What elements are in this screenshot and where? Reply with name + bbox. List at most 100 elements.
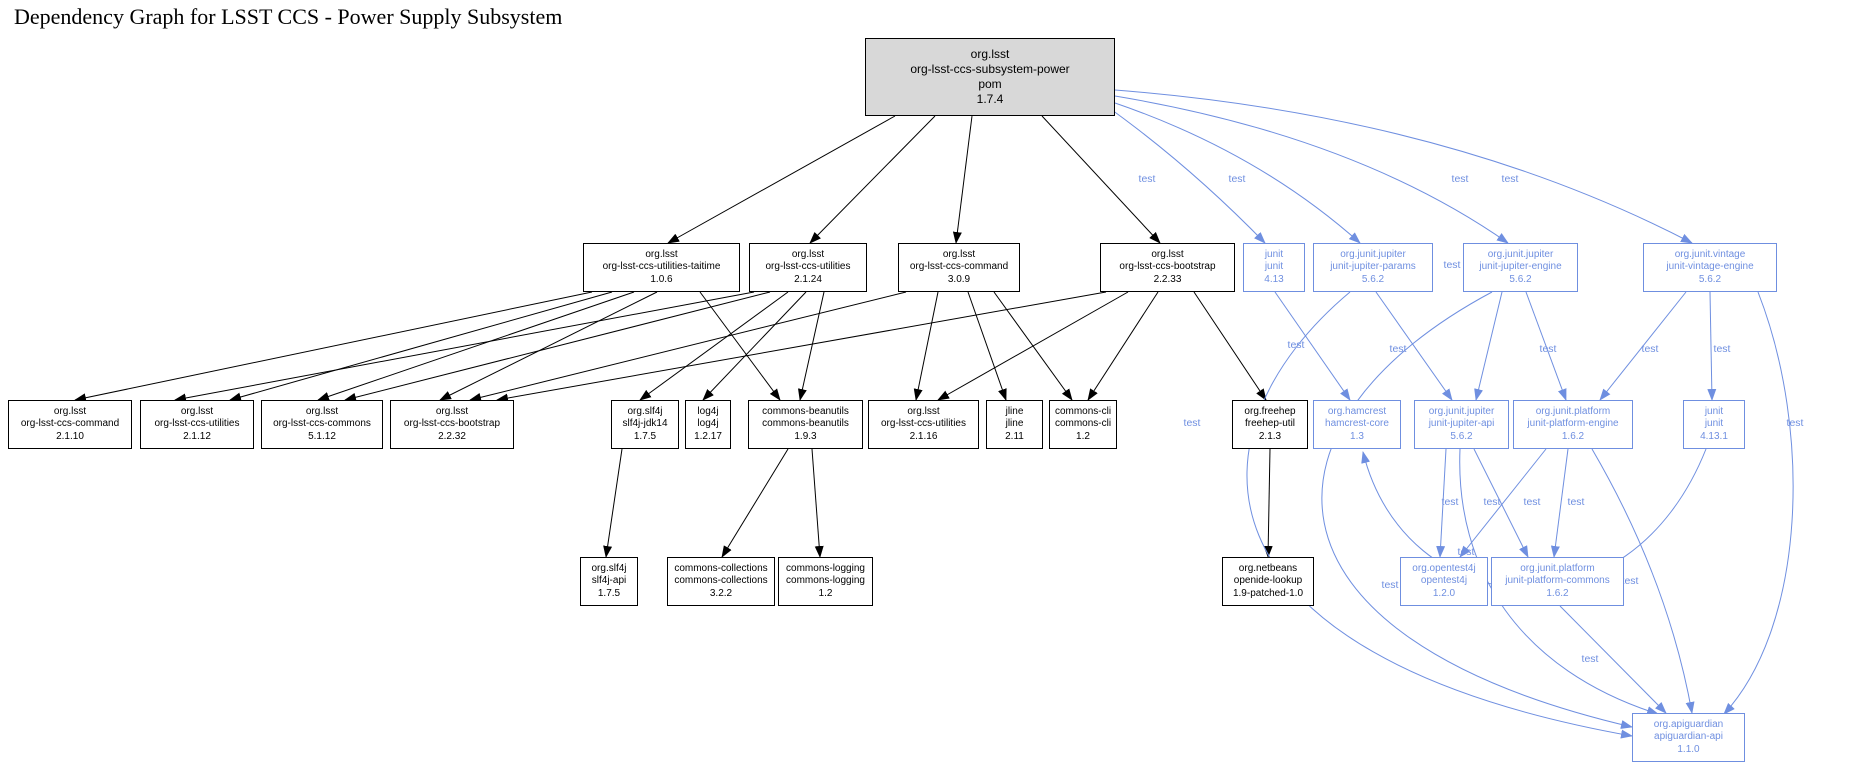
node-bootstrap2232-line: 2.2.32 — [438, 430, 466, 442]
edge-engine-platformengine — [1525, 291, 1567, 401]
node-params-line: junit-jupiter-params — [1330, 261, 1416, 273]
node-slf4jjdk14-line: org.slf4j — [627, 405, 663, 417]
node-jupiterapi-line: 5.6.2 — [1450, 430, 1473, 442]
edge-label-junit413-hamcrest: test — [1288, 339, 1305, 351]
edge-vintage-platformengine — [1599, 291, 1687, 401]
edge-bootstrap2233-freehep — [1193, 291, 1267, 401]
edge-vintage-junit4131 — [1707, 291, 1717, 401]
node-opentest4j-line: 1.2.0 — [1432, 587, 1456, 599]
edge-label-platformcommons-apiguardian: test — [1582, 653, 1599, 665]
node-jline-line: 2.11 — [1005, 430, 1024, 442]
node-log4j-line: log4j — [697, 418, 719, 430]
node-openide-line: org.netbeans — [1238, 562, 1298, 574]
node-freehep-line: 2.1.3 — [1258, 430, 1282, 442]
node-freehep-line: org.freehep — [1244, 405, 1296, 417]
graph-title: Dependency Graph for LSST CCS - Power Su… — [14, 4, 563, 29]
node-bootstrap2233-line: 2.2.33 — [1153, 273, 1182, 285]
edge-bootstrap2233-commonscli — [1087, 291, 1159, 401]
node-platformcommons-line: 1.6.2 — [1546, 587, 1569, 599]
edge-engine-apiguardian — [1321, 291, 1633, 729]
edge-label-jupiterapi-platformcommons: test — [1484, 496, 1501, 508]
edge-label-platformengine-opentest4j: test — [1524, 496, 1541, 508]
edge-root-junit413 — [1111, 109, 1266, 244]
node-command2110-line: org.lsst — [53, 405, 87, 417]
edge-label-root-engine: test — [1452, 173, 1469, 185]
node-command309-line: org-lsst-ccs-command — [909, 261, 1009, 273]
node-log4j-line: log4j — [697, 405, 719, 417]
node-beanutils-line: 1.9.3 — [794, 430, 817, 442]
edge-beanutils-commonscollections — [721, 448, 789, 558]
edge-label-jupiterapi-opentest4j: test — [1442, 496, 1459, 508]
node-utilities2124-line: 2.1.24 — [794, 273, 822, 285]
edge-label-vintage-junit4131: test — [1714, 343, 1731, 355]
node-bootstrap2232-line: org-lsst-ccs-bootstrap — [403, 418, 501, 430]
edge-root-bootstrap2233 — [1041, 115, 1161, 244]
edge-label-jupiterapi-apiguardian: test — [1458, 546, 1475, 558]
node-taitime-line: 1.0.6 — [650, 273, 673, 285]
node-junit413-line: junit — [1264, 261, 1284, 273]
edge-jupiterapi-platformcommons — [1473, 448, 1529, 558]
node-opentest4j-line: org.opentest4j — [1412, 562, 1476, 574]
node-commons5112-line: org-lsst-ccs-commons — [273, 418, 371, 430]
edge-label-platformengine-apiguardian: test — [1622, 575, 1639, 587]
node-engine-line: 5.6.2 — [1509, 273, 1532, 285]
node-platformengine-line: junit-platform-engine — [1527, 418, 1619, 430]
edge-label-root-junit413: test — [1139, 173, 1156, 185]
node-platformengine-line: org.junit.platform — [1535, 405, 1611, 417]
edge-label-root-params: test — [1229, 173, 1246, 185]
node-commonscli-line: commons-cli — [1054, 405, 1112, 417]
node-junit4131-line: junit — [1704, 418, 1724, 430]
node-taitime-line: org.lsst — [645, 248, 678, 260]
node-command2110-line: org-lsst-ccs-command — [20, 418, 120, 430]
node-params-line: org.junit.jupiter — [1340, 248, 1406, 260]
node-jline-line: jline — [1005, 418, 1024, 430]
edge-params-apiguardian — [1246, 291, 1633, 739]
node-platformengine-line: 1.6.2 — [1561, 430, 1585, 442]
edge-taitime-bootstrap2232 — [439, 291, 658, 401]
node-commonscollections-line: 3.2.2 — [709, 587, 733, 599]
node-platformcommons-line: org.junit.platform — [1520, 562, 1595, 574]
node-hamcrest-line: hamcrest-core — [1325, 418, 1389, 430]
node-params-line: 5.6.2 — [1361, 273, 1385, 285]
edge-beanutils-commonslogging — [811, 448, 824, 558]
node-commonslogging-line: 1.2 — [818, 587, 833, 599]
edge-label-root-vintage: test — [1502, 173, 1519, 185]
node-jline-line: jline — [1005, 405, 1024, 417]
edge-command309-bootstrap2232 — [469, 291, 907, 402]
edge-utilities2124-log4j — [702, 291, 807, 401]
node-slf4jjdk14-line: 1.7.5 — [633, 430, 657, 442]
node-hamcrest-line: 1.3 — [1350, 430, 1364, 442]
edge-label-params-apiguardian: test — [1184, 417, 1201, 429]
node-commonslogging-line: commons-logging — [786, 562, 865, 574]
node-hamcrest-line: org.hamcrest — [1327, 405, 1387, 417]
edge-utilities2124-utilities2112 — [174, 291, 755, 403]
node-commonslogging-line: commons-logging — [786, 575, 865, 587]
edge-label-params-jupiterapi: test — [1390, 343, 1407, 355]
edge-jupiterapi-apiguardian — [1459, 448, 1659, 715]
node-engine-line: org.junit.jupiter — [1487, 248, 1554, 260]
node-vintage-line: junit-vintage-engine — [1666, 261, 1754, 273]
node-utilities2112-line: 2.1.12 — [183, 430, 211, 442]
edge-label-vintage-apiguardian: test — [1787, 417, 1804, 429]
edge-utilities2124-slf4jjdk14 — [639, 291, 789, 401]
node-utilities2124-line: org-lsst-ccs-utilities — [765, 261, 851, 273]
edge-root-engine — [1114, 95, 1509, 244]
node-freehep-line: freehep-util — [1244, 418, 1296, 430]
node-platformcommons-line: junit-platform-commons — [1505, 575, 1610, 587]
